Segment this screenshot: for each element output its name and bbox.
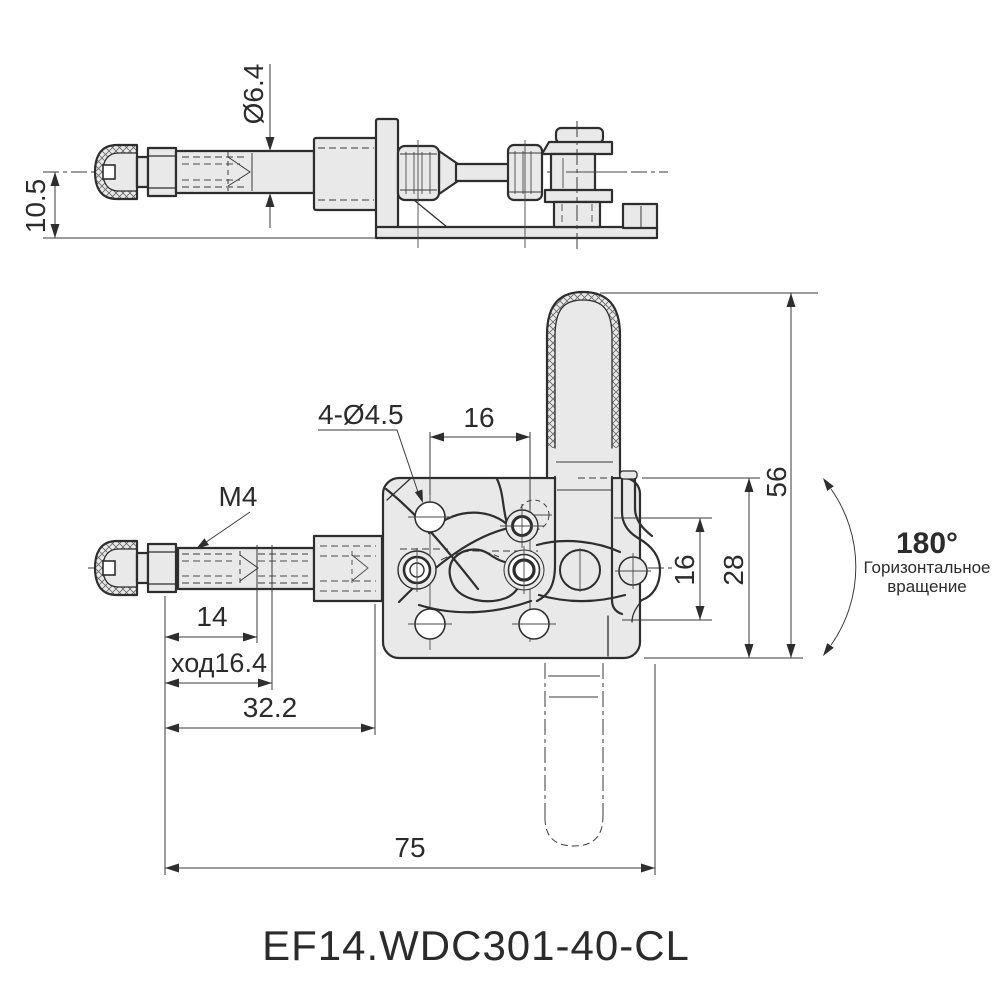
- clamping-arm: [535, 470, 662, 657]
- dim-rod-diameter-label: Ø6.4: [238, 64, 269, 125]
- side-view: Ø6.4 10.5: [20, 64, 668, 252]
- handle-hub-cap: [554, 126, 605, 145]
- dim-overall-length: 75: [165, 664, 656, 875]
- dim-base-height-label: 10.5: [20, 179, 51, 234]
- dim-rod-length: 14: [165, 545, 258, 643]
- front-view: 4-Ø4.5 16 M4 14: [88, 290, 991, 875]
- dim-handle-offset-label: 16: [463, 402, 494, 433]
- link-bar: [454, 162, 516, 183]
- dim-hole-spacing: 16: [614, 517, 712, 621]
- base-plate-side: [374, 225, 659, 240]
- dim-rod-length-label: 14: [196, 601, 227, 632]
- handle: [535, 290, 624, 616]
- spindle-head-front: [93, 539, 178, 597]
- dim-base-height: 10.5: [20, 172, 376, 239]
- dim-stroke-label: ход16.4: [171, 648, 267, 678]
- handle-grip-knurling: [547, 292, 620, 448]
- dim-mounting-holes: 4-Ø4.5: [318, 399, 423, 503]
- guide-sleeve: [312, 534, 384, 603]
- dim-thread-label: M4: [219, 481, 258, 512]
- dim-plunger-extension: 32.2: [165, 604, 376, 735]
- rotation-arc: [830, 488, 857, 646]
- dim-hole-spacing-label: 16: [669, 554, 700, 585]
- handle-grip-outline: [545, 290, 622, 479]
- dim-thread: M4: [196, 481, 257, 549]
- pivot-boss-1: [396, 144, 441, 202]
- flange-plate-side: [374, 117, 400, 231]
- rotation-note-line1: Горизонтальное: [863, 558, 990, 577]
- dim-overall-length-label: 75: [394, 832, 425, 863]
- dim-overall-height-label: 56: [761, 466, 792, 497]
- handle-hub-side: [549, 152, 597, 194]
- guide-block-side: [312, 136, 380, 212]
- rotation-note-line2: вращение: [887, 577, 967, 596]
- dim-body-height-label: 28: [718, 554, 749, 585]
- dim-stroke: ход16.4: [165, 545, 273, 690]
- dim-body-height: 28: [642, 477, 803, 659]
- dim-mounting-holes-label: 4-Ø4.5: [318, 399, 404, 430]
- spindle-head-side: [93, 143, 178, 201]
- dim-rod-diameter: Ø6.4: [238, 64, 275, 228]
- rotation-note: 180° Горизонтальное вращение: [823, 478, 991, 656]
- handle-released-position: [544, 663, 604, 847]
- rotation-angle-label: 180°: [896, 527, 958, 560]
- product-code-title: EF14.WDC301-40-CL: [262, 922, 690, 969]
- base-hook-side: [621, 202, 659, 230]
- pivot-rivets: [397, 504, 651, 594]
- dim-overall-height: 56: [600, 292, 818, 658]
- dim-plunger-extension-label: 32.2: [243, 692, 298, 723]
- dim-handle-offset: 16: [429, 402, 531, 510]
- threaded-rod-side: [174, 149, 316, 195]
